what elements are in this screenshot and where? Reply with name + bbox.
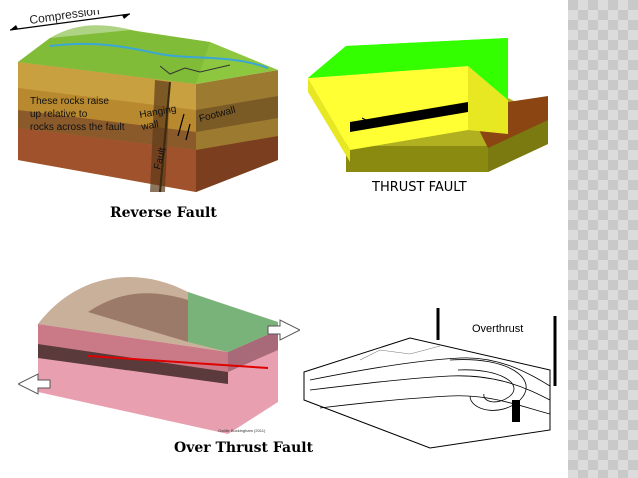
- hanging-wall-label-2: wall: [140, 119, 160, 133]
- fault-arrow-icon: [361, 117, 379, 127]
- thrust-fault-caption: THRUST FAULT: [372, 180, 467, 195]
- credit-label: Gwillie Buckingham (2011): [218, 428, 266, 433]
- overthrust-diagram: Overthrust: [303, 308, 557, 449]
- rocks-text-line-3: rocks across the fault: [30, 122, 125, 133]
- down-arrow-icon: [185, 123, 191, 141]
- right-arrow-icon: [267, 319, 300, 341]
- reverse-fault-caption: Reverse Fault: [110, 205, 217, 221]
- decorative-side-panel: [568, 0, 638, 478]
- rocks-text-line-1: These rocks raise: [30, 96, 109, 107]
- overthrust-label: Overthrust: [472, 323, 523, 335]
- reverse-fault-diagram: Compression These rocks raise up relativ…: [10, 10, 278, 193]
- up-arrow-icon: [177, 113, 185, 137]
- over-thrust-fault-diagram: Gwillie Buckingham (2011): [18, 276, 300, 434]
- thrust-fault-diagram: [308, 38, 548, 172]
- compression-arrow-icon: [10, 13, 131, 31]
- compression-label: Compression: [28, 10, 100, 27]
- rocks-text-line-2: up relative to: [30, 109, 88, 120]
- slide: Compression These rocks raise up relativ…: [10, 10, 557, 456]
- left-arrow-icon: [18, 373, 51, 395]
- over-thrust-fault-caption: Over Thrust Fault: [174, 440, 314, 456]
